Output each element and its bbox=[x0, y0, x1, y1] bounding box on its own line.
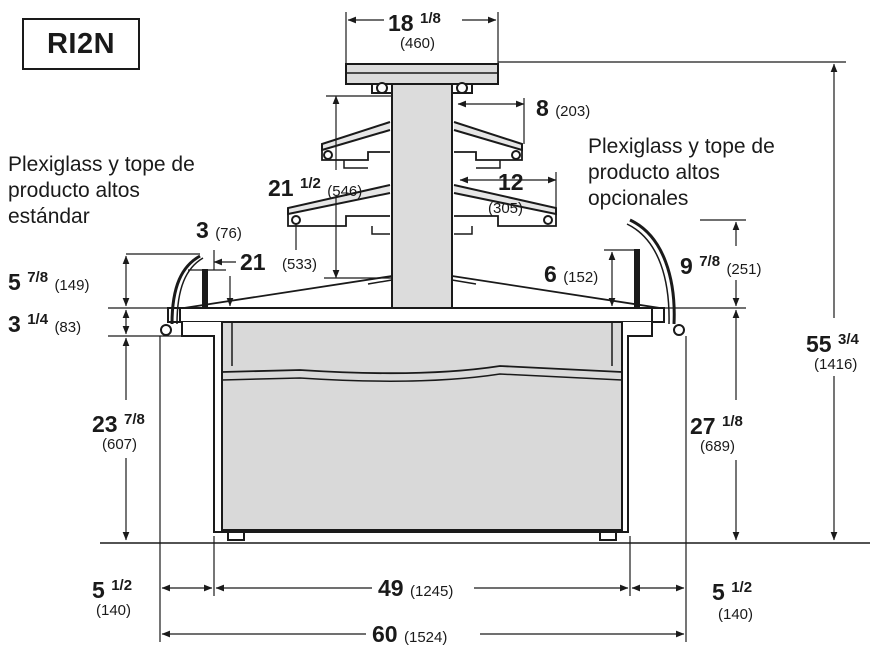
plexiglass-right bbox=[629, 218, 676, 325]
dim-top-width-mm: (460) bbox=[400, 35, 436, 52]
product-stop-right bbox=[634, 249, 640, 309]
cabinet-trim bbox=[221, 365, 623, 375]
dim-lower-span-mm: (533) bbox=[282, 256, 318, 273]
dim-right-plexi: 9 7/8 (251) bbox=[680, 253, 762, 279]
top-cap-clips bbox=[371, 84, 473, 94]
dim-shelf-depth-mid: 12 bbox=[498, 169, 524, 195]
dim-right-height-mm: (689) bbox=[700, 438, 736, 455]
model-label: RI2N bbox=[22, 18, 140, 70]
dim-lower-span: 21 bbox=[240, 249, 266, 275]
display-case bbox=[100, 63, 870, 544]
dim-left-stop: 3 (76) bbox=[196, 217, 242, 243]
top-cap bbox=[345, 63, 499, 85]
dim-right-overhang: 5 1/2 bbox=[712, 579, 753, 605]
dim-left-height-mm: (607) bbox=[102, 436, 138, 453]
dim-overall-height: 55 3/4 bbox=[806, 331, 859, 357]
dim-left-overhang: 5 1/2 bbox=[92, 577, 133, 603]
dim-shelf-depth-top: 8 (203) bbox=[536, 95, 591, 121]
dim-right-height: 27 1/8 bbox=[690, 413, 743, 439]
deck-slope bbox=[183, 275, 661, 309]
product-stop-left bbox=[202, 269, 208, 309]
dim-upper-span: 21 1/2 (546) bbox=[268, 175, 363, 201]
dim-right-overhang-mm: (140) bbox=[718, 606, 754, 623]
foot-left bbox=[227, 531, 245, 541]
middle-shelf-left bbox=[287, 184, 391, 216]
dim-rim: 3 1/4 (83) bbox=[8, 311, 82, 337]
note-standard-plexiglass: Plexiglass y tope de producto altos está… bbox=[8, 153, 195, 228]
note-optional-plexiglass: Plexiglass y tope de producto altos opci… bbox=[588, 135, 775, 210]
model-name: RI2N bbox=[46, 27, 116, 60]
upper-shelf-left bbox=[321, 121, 391, 152]
countertop bbox=[167, 307, 665, 323]
dim-top-width: 18 1/8 bbox=[388, 10, 441, 36]
middle-shelf-right bbox=[453, 184, 557, 216]
dim-overall-height-mm: (1416) bbox=[814, 356, 858, 373]
dim-left-plexi: 5 7/8 (149) bbox=[8, 269, 90, 295]
center-column bbox=[391, 83, 453, 309]
dimension-lines bbox=[108, 12, 846, 642]
dim-base-width: 49 (1245) bbox=[378, 575, 454, 601]
dim-right-stop: 6 (152) bbox=[544, 261, 599, 287]
upper-shelf-right bbox=[453, 121, 523, 152]
cabinet-panel bbox=[221, 321, 623, 531]
dim-shelf-depth-mid-mm: (305) bbox=[488, 200, 524, 217]
dim-left-overhang-mm: (140) bbox=[96, 602, 132, 619]
dim-left-height: 23 7/8 bbox=[92, 411, 145, 437]
dim-overall-width: 60 (1524) bbox=[372, 621, 448, 647]
foot-right bbox=[599, 531, 617, 541]
plexiglass-left bbox=[170, 254, 201, 325]
